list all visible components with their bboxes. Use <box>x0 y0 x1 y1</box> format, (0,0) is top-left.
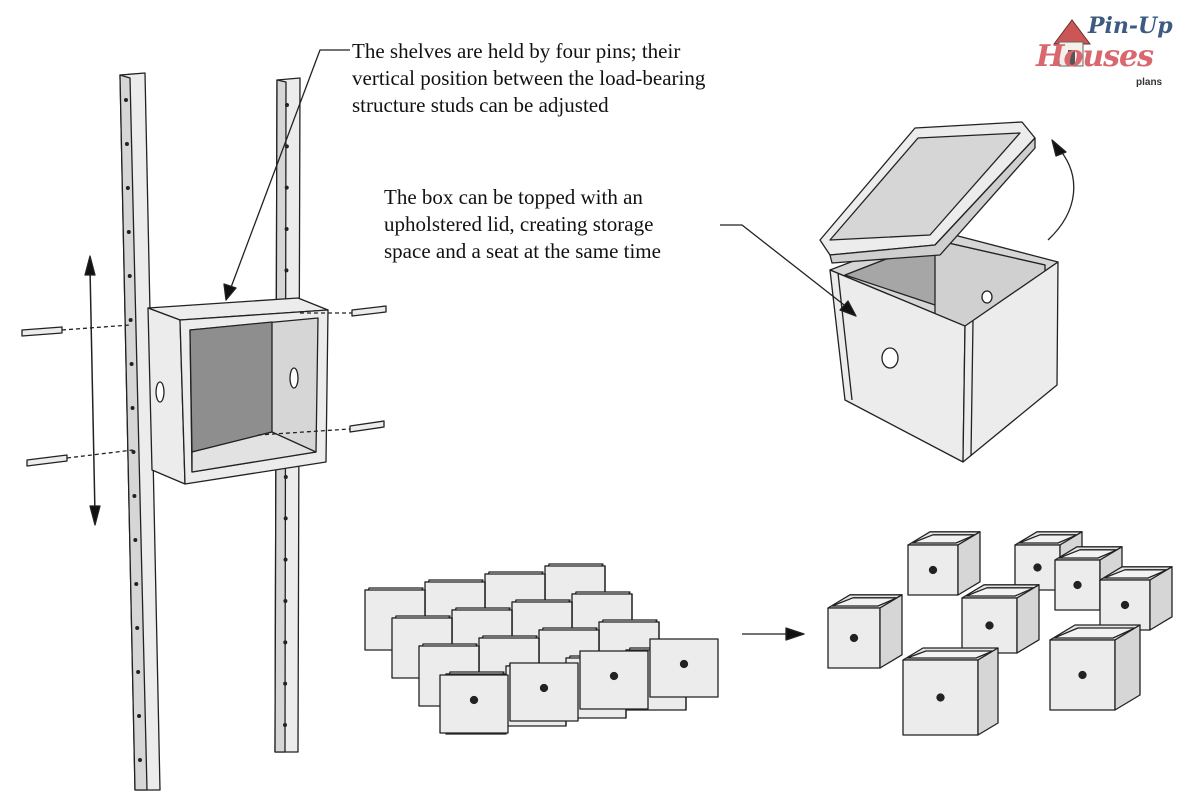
stud-hole <box>283 681 288 686</box>
cube <box>827 594 903 669</box>
stud-hole <box>136 670 141 674</box>
annotation-line: space and a seat at the same time <box>384 239 661 263</box>
stud-hole <box>283 640 288 645</box>
cube-side <box>1114 624 1141 711</box>
cube-hole <box>985 621 994 630</box>
stud-hole <box>127 274 132 278</box>
annotation-pins: The shelves are held by four pins; their… <box>352 38 705 119</box>
cube <box>907 531 981 596</box>
stud-hole <box>132 494 137 498</box>
stud-hole <box>284 144 289 149</box>
stud-hole <box>137 714 142 718</box>
pin-up-houses-logo[interactable]: Pin-Up Houses plans <box>1030 14 1190 94</box>
shelf-hole-right <box>289 367 299 389</box>
cube-hole <box>469 695 479 705</box>
logo-text-plans: plans <box>1136 77 1163 88</box>
cube-hole <box>928 565 938 575</box>
house-icon <box>1053 19 1091 67</box>
stud-hole <box>138 758 142 762</box>
storage-box-open <box>819 121 1059 463</box>
cube-hole <box>1073 580 1082 590</box>
stud-hole <box>135 626 140 630</box>
annotation-line: upholstered lid, creating storage <box>384 212 654 236</box>
stud-hole <box>283 599 288 603</box>
stud-hole <box>284 227 289 231</box>
cube-hole <box>1078 670 1087 680</box>
shelf-box <box>147 297 329 485</box>
logo-text-pinup: Pin-Up <box>1088 13 1173 39</box>
annotation-line: vertical position between the load-beari… <box>352 66 706 90</box>
cube-hole <box>1120 600 1130 610</box>
cube-front <box>649 638 719 698</box>
shelf-hole-left <box>155 381 165 403</box>
stud-hole <box>125 186 130 190</box>
cube-hole <box>539 683 549 693</box>
logo-text-houses: Houses <box>1036 39 1154 74</box>
annotation-line: structure studs can be adjusted <box>352 93 609 117</box>
cube-side <box>977 647 999 736</box>
stud-hole <box>284 185 289 190</box>
cube <box>961 584 1040 654</box>
stud-hole <box>283 557 288 562</box>
annotation-line: The shelves are held by four pins; their <box>352 39 681 63</box>
cube-hole <box>936 693 945 702</box>
stud-hole <box>124 98 128 102</box>
stud-hole <box>285 103 289 107</box>
cubes-scattered <box>827 531 1173 736</box>
cube-grid-assembled <box>364 563 719 735</box>
stud-hole <box>283 723 287 727</box>
pointer-arrow-lid <box>720 224 857 317</box>
annotation-line: The box can be topped with an <box>384 185 643 209</box>
annotation-lid: The box can be topped with an upholstere… <box>384 184 661 265</box>
cube-hole <box>849 633 859 643</box>
cube <box>1099 566 1173 631</box>
pins <box>21 305 387 467</box>
stud-hole <box>283 516 288 521</box>
cube <box>902 647 999 736</box>
stud-hole <box>283 475 288 479</box>
adjust-double-arrow <box>84 255 101 526</box>
stud-hole <box>129 362 134 366</box>
stud-hole <box>126 230 131 234</box>
stud-hole <box>131 450 136 454</box>
stud-hole <box>130 406 135 410</box>
stud-hole <box>284 268 289 273</box>
cube-hole <box>1033 563 1042 572</box>
stud-hole <box>134 582 139 586</box>
cube-side <box>879 594 903 669</box>
cube-hole <box>609 671 619 681</box>
cube <box>1049 624 1141 711</box>
cube-side <box>957 531 981 596</box>
left-stud <box>119 72 161 791</box>
stud-hole <box>128 318 133 322</box>
cube-side <box>1016 584 1040 654</box>
stud-hole <box>133 538 138 542</box>
transform-arrow <box>742 627 805 641</box>
stud-hole <box>124 142 129 146</box>
cube-side <box>1149 566 1173 631</box>
cube-hole <box>679 659 689 669</box>
pointer-arrow-pins <box>223 49 350 301</box>
lid-open-arrow <box>1047 139 1075 241</box>
